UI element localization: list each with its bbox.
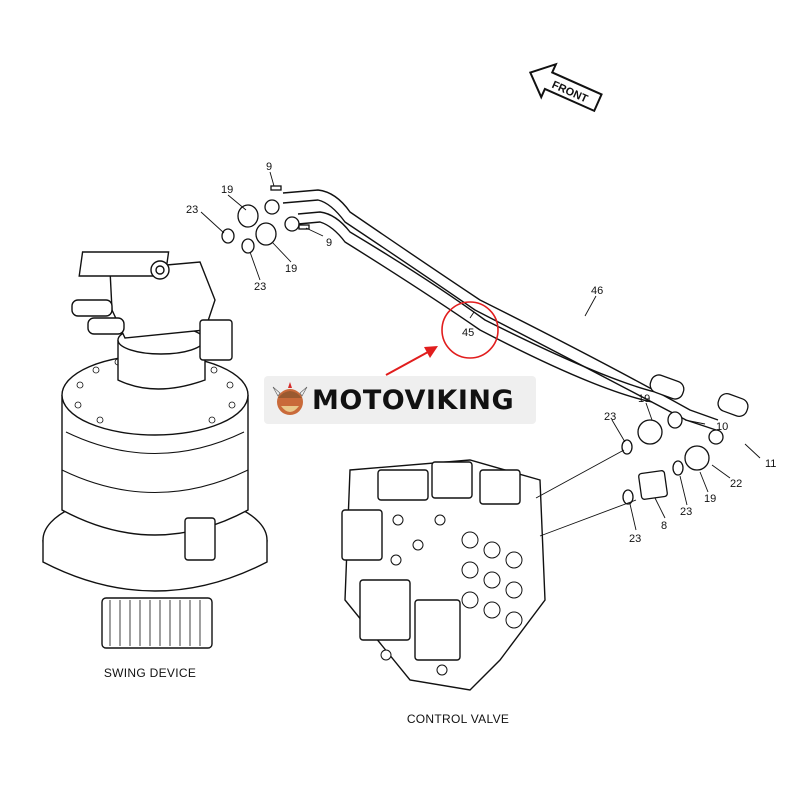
swing-device-caption: SWING DEVICE [104,666,196,680]
callout-19: 19 [638,393,650,405]
swing-device [42,251,268,649]
callout-23: 23 [254,281,266,293]
callout-23: 23 [186,204,198,216]
callout-22: 22 [730,478,742,490]
hose-end-fitting-46 [649,374,749,417]
hose-46 [297,211,656,403]
callout-labels: 9 19 23 23 19 9 46 45 23 19 10 11 22 19 … [186,161,776,545]
valve-spools [380,514,523,676]
control-valve [341,459,546,691]
watermark-text: MOTOVIKING [312,384,515,416]
callout-11: 11 [765,458,776,470]
callout-46: 46 [591,285,603,297]
callout-10: 10 [716,421,728,433]
red-arrow-icon [424,346,438,358]
callout-23: 23 [604,411,616,423]
callout-8: 8 [661,520,667,532]
control-valve-caption: CONTROL VALVE [407,712,509,726]
callout-23: 23 [680,506,692,518]
valve-side-fittings [621,411,724,505]
callout-23: 23 [629,533,641,545]
highlight-marker [385,301,499,376]
watermark-banner: MOTOVIKING [264,376,536,424]
swing-side-fittings [221,185,310,254]
front-direction-arrow: FRONT [528,62,603,113]
callout-9: 9 [266,161,272,173]
leader-lines [200,171,761,537]
callout-9: 9 [326,237,332,249]
callout-19: 19 [704,493,716,505]
callout-45: 45 [462,327,474,339]
callout-19: 19 [221,184,233,196]
viking-helmet-icon [272,382,308,415]
hose-45 [282,189,719,431]
callout-19: 19 [285,263,297,275]
